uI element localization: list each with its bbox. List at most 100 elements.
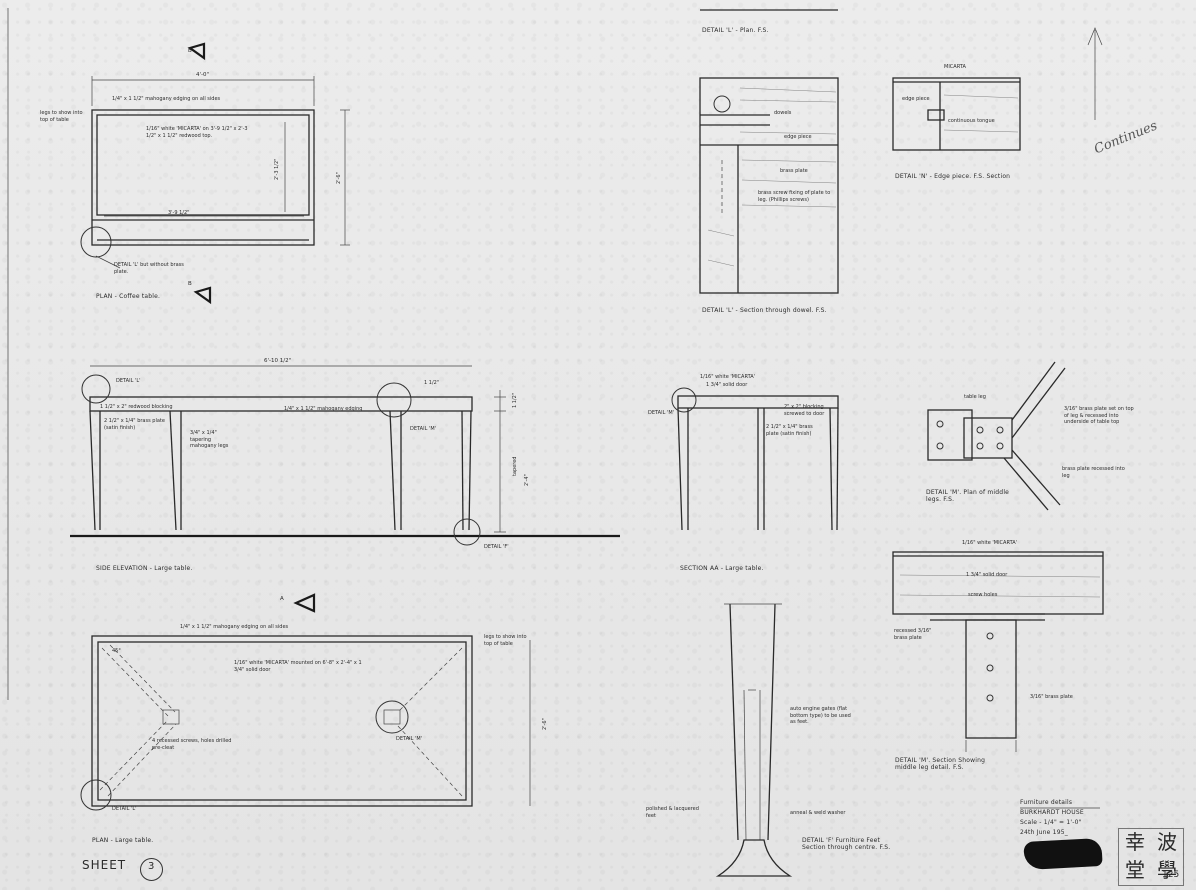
elev-dim-top-rot: 1 1/2"	[512, 392, 518, 408]
section-aa-solid-door: 1 3/4" solid door	[706, 382, 748, 388]
detail-m-table-leg: table leg	[964, 394, 986, 400]
detail-m-circle-plan	[375, 700, 409, 734]
elev-detail-f: DETAIL 'F'	[484, 544, 509, 550]
detail-f-drawing	[715, 603, 793, 877]
detail-m-section-drawing	[892, 551, 1104, 752]
detail-n-title: DETAIL 'N' - Edge piece. F.S. Section	[895, 173, 1011, 180]
elev-dim-leg: tapered	[512, 456, 518, 476]
section-marker-a-top	[293, 593, 316, 613]
large-dim-depth: 2'-6"	[542, 718, 548, 730]
detail-l-circle-elev	[81, 374, 111, 404]
detail-m-sec-micarta: 1/16" white 'MICARTA'	[962, 540, 1018, 546]
sheet-number-circle	[140, 858, 163, 881]
large-top-note: 1/16" white 'MICARTA' mounted on 6'-8" x…	[234, 660, 362, 673]
large-angle: 45°	[112, 648, 121, 654]
seal-stamp: 幸 波 堂 學	[1118, 828, 1184, 886]
large-detail-m: DETAIL 'M'	[396, 736, 423, 742]
stamp-char-4: 學	[1157, 858, 1177, 882]
table-top-elevation	[89, 396, 473, 412]
ink-blot	[1023, 837, 1103, 871]
detail-m-section-top	[892, 551, 1104, 615]
detail-n-edge-piece: edge piece	[902, 96, 930, 102]
section-aa-micarta: 1/16" white 'MICARTA'	[700, 374, 756, 380]
plan-coffee-title: PLAN - Coffee table.	[96, 293, 161, 300]
coffee-dim-depth: 2'-6"	[336, 172, 342, 184]
large-legs-note: legs to show into top of table	[484, 634, 527, 647]
stamp-char-1: 幸	[1125, 830, 1145, 854]
brace-top-left	[101, 647, 169, 717]
title-block-line3: Scale - 1/4" = 1'-0"	[1020, 819, 1082, 826]
dowel-circle	[713, 95, 731, 113]
elev-detail-l: DETAIL 'L'	[116, 378, 141, 384]
large-table-outline	[91, 635, 473, 807]
coffee-inner-width: 3'-9 1/2"	[168, 210, 190, 216]
coffee-inner-depth: 2'-3 1/2"	[274, 158, 280, 180]
detail-l-section-title: DETAIL 'L' - Section through dowel. F.S.	[702, 307, 827, 314]
detail-l-edge-piece: edge piece	[784, 134, 812, 140]
section-aa-detail-m: DETAIL 'M'	[648, 410, 675, 416]
title-block-line4: 24th June 195_	[1020, 829, 1068, 836]
plate-left	[162, 709, 180, 725]
detail-n-micarta: MICARTA	[944, 64, 966, 70]
detail-f-title: DETAIL 'F' Furniture Feet Section throug…	[802, 837, 891, 851]
middle-leg-section	[965, 619, 1017, 739]
marker-b-bottom: B	[188, 281, 192, 287]
plate-right	[383, 709, 401, 725]
large-detail-l: DETAIL 'L'	[112, 806, 137, 812]
detail-l-brass-plate: brass plate	[780, 168, 808, 174]
detail-m-recessed: brass plate recessed into leg	[1062, 466, 1125, 479]
elev-dim-top: 1 1/2"	[424, 380, 440, 386]
coffee-table-outline	[91, 109, 315, 246]
section-aa-blocking: 2" x 2" blocking screwed to door	[784, 404, 825, 417]
sheet-number: 3	[148, 861, 155, 872]
stamp-char-2: 波	[1157, 830, 1177, 854]
detail-m-sec-recessed: recessed 3/16" brass plate	[894, 628, 932, 641]
section-marker-b-top	[187, 42, 206, 61]
detail-l-dowels: dowels	[774, 110, 792, 116]
detail-l-screw: brass screw fixing of plate to leg. (Phi…	[758, 190, 831, 203]
coffee-dim-width: 4'-0"	[196, 72, 210, 78]
detail-m-title: DETAIL 'M'. Plan of middle legs. F.S.	[926, 489, 1010, 503]
foot-outer-left	[729, 603, 739, 841]
detail-l-circle	[80, 226, 112, 258]
detail-m-sec-solid-door: 1 3/4" solid door	[966, 572, 1008, 578]
elev-edging: 1/4" x 1 1/2" mahogany edging	[284, 406, 363, 412]
detail-n-drawing	[892, 27, 1103, 151]
large-edging-note: 1/4" x 1 1/2" mahogany edging on all sid…	[180, 624, 289, 630]
elev-blocking: 1 1/2" x 2" redwood blocking	[100, 404, 173, 410]
marker-b-top: B	[188, 48, 192, 54]
detail-m-section-title: DETAIL 'M'. Section Showing middle leg d…	[895, 757, 986, 771]
marker-a-top: A	[280, 596, 284, 602]
detail-l-drawing	[699, 9, 839, 294]
leg-1	[89, 410, 96, 531]
stamp-char-3: 堂	[1125, 858, 1145, 882]
section-aa-brass-plate: 2 1/2" x 1/4" brass plate (satin finish)	[766, 424, 813, 437]
detail-f-circle-elev	[453, 518, 481, 546]
foot-outer-right	[767, 603, 776, 841]
leg-4	[461, 410, 464, 531]
page-number: 125	[1162, 870, 1180, 880]
title-block-line1: Furniture details	[1020, 799, 1073, 806]
detail-n-frame	[892, 77, 1021, 151]
foot-base	[715, 839, 793, 877]
elev-brass-plate: 2 1/2" x 1/4" brass plate (satin finish)	[104, 418, 165, 431]
detail-l-title: DETAIL 'L' - Plan. F.S.	[702, 27, 769, 34]
detail-n-tongue: continuous tongue	[948, 118, 995, 124]
detail-f-engine-gates: auto engine gates (flat bottom type) to …	[790, 706, 851, 725]
large-screws-note: 4 recessed screws, holes drilled pre-cle…	[152, 738, 232, 751]
detail-f-polished: polished & lacquered feet	[646, 806, 699, 819]
leg-3	[389, 410, 396, 531]
leg-2	[169, 410, 177, 531]
brace-bottom-right	[397, 725, 463, 797]
side-elevation-title: SIDE ELEVATION - Large table.	[96, 565, 193, 572]
brace-top-right	[397, 647, 463, 713]
elev-detail-m: DETAIL 'M'	[410, 426, 437, 432]
plan-large-table-drawing	[80, 593, 531, 811]
detail-m-sec-screw-holes: screw holes	[968, 592, 998, 598]
detail-m-circle-section	[671, 387, 697, 413]
coffee-edging-note: 1/4" x 1 1/2" mahogany edging on all sid…	[112, 96, 221, 102]
large-table-top	[97, 641, 467, 801]
elev-legs: 3/4" x 1/4" tapering mahogany legs	[190, 430, 229, 449]
coffee-table-top	[96, 114, 310, 216]
